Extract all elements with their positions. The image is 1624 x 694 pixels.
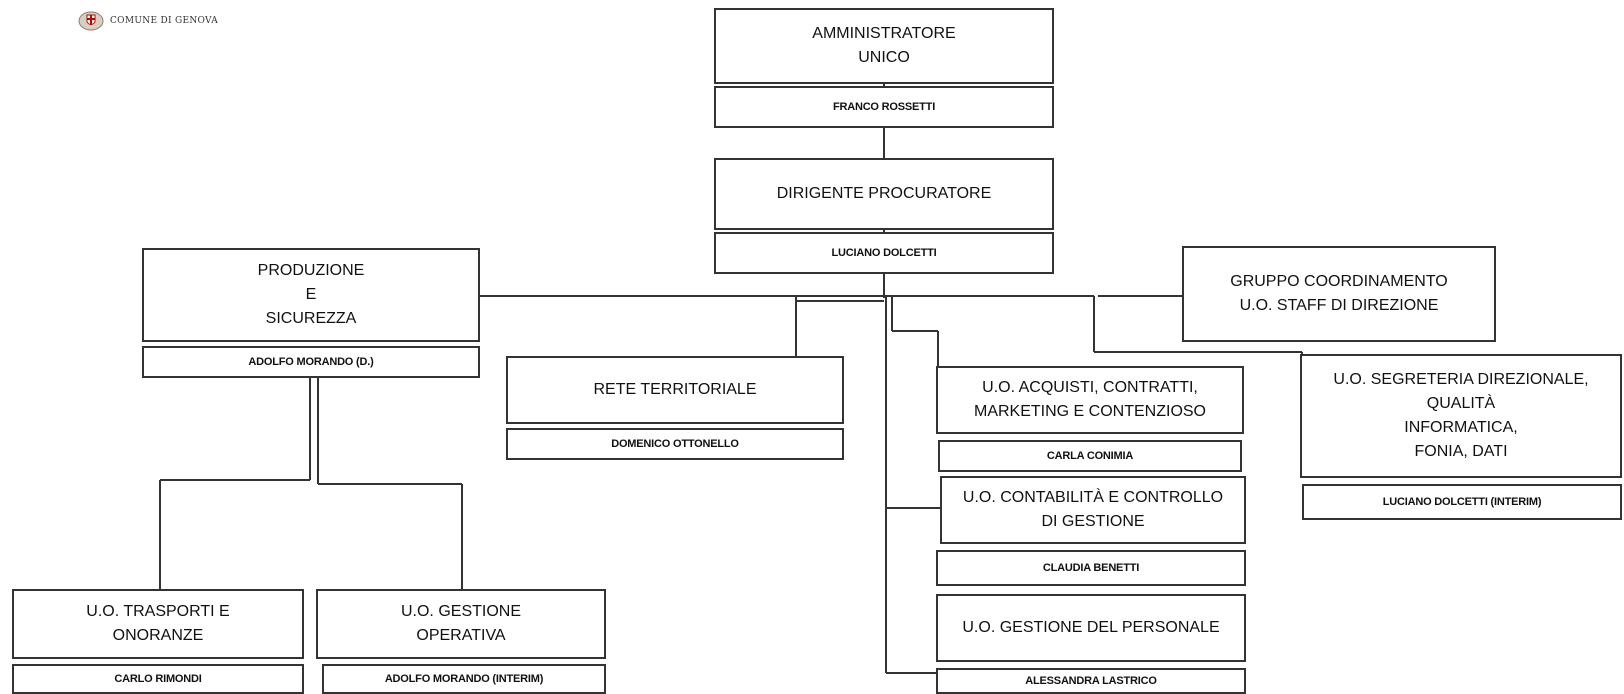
segreteria-title-line3: INFORMATICA, [1404, 419, 1518, 436]
amministratore-name: FRANCO ROSSETTI [714, 86, 1054, 128]
trasporti-title-line2: ONORANZE [112, 627, 204, 644]
node-uo-segreteria: U.O. SEGRETERIA DIREZIONALE, QUALITÀ INF… [1300, 354, 1622, 478]
node-dirigente-procuratore: DIRIGENTE PROCURATORE [714, 158, 1054, 230]
produzione-title-line1: PRODUZIONE [257, 262, 365, 279]
segreteria-name: LUCIANO DOLCETTI (INTERIM) [1302, 484, 1622, 520]
produzione-title-line3: SICUREZZA [265, 310, 357, 327]
amministratore-title-line2: UNICO [858, 49, 910, 66]
rete-name: DOMENICO OTTONELLO [506, 428, 844, 460]
header-logo: COMUNE DI GENOVA [78, 10, 218, 32]
acquisti-title-line1: U.O. ACQUISTI, CONTRATTI, [982, 379, 1198, 396]
personale-name: ALESSANDRA LASTRICO [936, 668, 1246, 694]
node-uo-acquisti: U.O. ACQUISTI, CONTRATTI, MARKETING E CO… [936, 366, 1244, 434]
contabilita-name: CLAUDIA BENETTI [936, 550, 1246, 586]
gestione-operativa-title-line2: OPERATIVA [416, 627, 506, 644]
contabilita-title-line2: DI GESTIONE [1041, 513, 1145, 530]
acquisti-title-line2: MARKETING E CONTENZIOSO [973, 403, 1206, 420]
dirigente-name: LUCIANO DOLCETTI [714, 232, 1054, 274]
trasporti-title-line1: U.O. TRASPORTI E [86, 603, 230, 620]
node-uo-gestione-operativa: U.O. GESTIONE OPERATIVA [316, 589, 606, 659]
produzione-title-line2: E [305, 286, 317, 303]
node-produzione-sicurezza: PRODUZIONE E SICUREZZA [142, 248, 480, 342]
coat-of-arms-icon [78, 11, 104, 31]
node-gruppo-coordinamento: GRUPPO COORDINAMENTO U.O. STAFF DI DIREZ… [1182, 246, 1496, 342]
produzione-name: ADOLFO MORANDO (D.) [142, 346, 480, 378]
amministratore-title-line1: AMMINISTRATORE [812, 25, 956, 42]
acquisti-name: CARLA CONIMIA [938, 440, 1242, 472]
segreteria-title-line2: QUALITÀ [1426, 395, 1496, 412]
node-rete-territoriale: RETE TERRITORIALE [506, 356, 844, 424]
node-uo-gestione-personale: U.O. GESTIONE DEL PERSONALE [936, 594, 1246, 662]
node-uo-contabilita: U.O. CONTABILITÀ E CONTROLLO DI GESTIONE [940, 476, 1246, 544]
contabilita-title-line1: U.O. CONTABILITÀ E CONTROLLO [962, 489, 1224, 506]
segreteria-title-line1: U.O. SEGRETERIA DIREZIONALE, [1333, 371, 1589, 388]
gruppo-title-line1: GRUPPO COORDINAMENTO [1230, 273, 1448, 290]
gestione-operativa-title-line1: U.O. GESTIONE [400, 603, 521, 620]
node-uo-trasporti: U.O. TRASPORTI E ONORANZE [12, 589, 304, 659]
gruppo-title-line2: U.O. STAFF DI DIREZIONE [1239, 297, 1439, 314]
trasporti-name: CARLO RIMONDI [12, 664, 304, 694]
gestione-operativa-name: ADOLFO MORANDO (INTERIM) [322, 664, 606, 694]
logo-text: COMUNE DI GENOVA [110, 16, 219, 26]
node-amministratore-unico: AMMINISTRATORE UNICO [714, 8, 1054, 84]
segreteria-title-line4: FONIA, DATI [1414, 443, 1508, 460]
